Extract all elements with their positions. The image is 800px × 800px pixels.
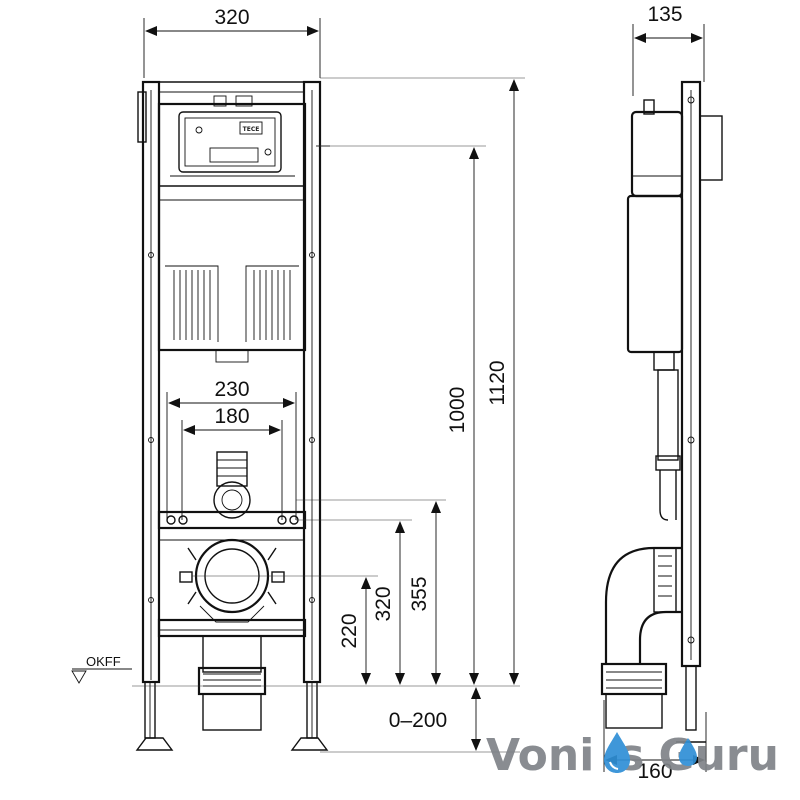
dim-depth-bottom: 160 bbox=[637, 760, 672, 783]
dim-frame-height: 1000 bbox=[446, 387, 469, 434]
dim-total-height: 1120 bbox=[486, 360, 509, 405]
dim-flush-plate-area: 230 bbox=[214, 378, 249, 401]
dim-220-line: 220 bbox=[338, 577, 371, 685]
cistern-ribs bbox=[165, 265, 299, 342]
badge-box bbox=[239, 121, 263, 135]
extension-lines bbox=[192, 77, 525, 577]
floor-level-marker: OKFF bbox=[71, 654, 520, 753]
side-view: 135 bbox=[600, 3, 723, 783]
side-frame-rail bbox=[676, 80, 723, 743]
side-outlet-bend bbox=[600, 546, 682, 729]
width-dimension: 320 bbox=[143, 6, 321, 78]
floor-label: OKFF bbox=[86, 654, 121, 669]
cistern: TECE bbox=[157, 95, 307, 363]
cistern-badge: TECE bbox=[243, 126, 260, 133]
drain-pipe bbox=[197, 635, 267, 731]
dim-355-line: 355 bbox=[408, 501, 441, 685]
dim-rod-height-high: 355 bbox=[408, 576, 431, 611]
watermark-part3: Guru bbox=[658, 730, 778, 781]
dim-135-line: 135 bbox=[632, 3, 705, 96]
mounting-crossbar bbox=[157, 510, 307, 541]
dim-230-line: 230 bbox=[166, 378, 297, 520]
watermark-part1: Voni bbox=[486, 730, 594, 781]
flush-pipe bbox=[213, 451, 251, 519]
dim-180-line: 180 bbox=[181, 405, 283, 520]
side-cistern bbox=[626, 99, 684, 371]
dim-width: 320 bbox=[214, 6, 249, 29]
dim-leg-adjust-line: 0–200 bbox=[389, 687, 481, 751]
dim-leg-adjust: 0–200 bbox=[389, 709, 447, 732]
outlet-connector bbox=[179, 538, 285, 623]
side-flush-pipe bbox=[655, 369, 681, 521]
dim-depth-top: 135 bbox=[647, 3, 682, 26]
dim-1000-line: 1000 bbox=[446, 147, 479, 685]
front-view: 320 bbox=[71, 6, 525, 753]
dim-outlet-height: 220 bbox=[338, 613, 361, 648]
dim-320-line: 320 bbox=[372, 521, 405, 685]
water-drop-icon-2 bbox=[679, 738, 697, 766]
frame-legs bbox=[135, 681, 329, 751]
dim-rod-height-low: 320 bbox=[372, 586, 395, 621]
dim-1120-line: 1120 bbox=[486, 79, 519, 685]
water-drop-icon bbox=[604, 732, 630, 773]
dim-rod-spacing: 180 bbox=[214, 405, 249, 428]
